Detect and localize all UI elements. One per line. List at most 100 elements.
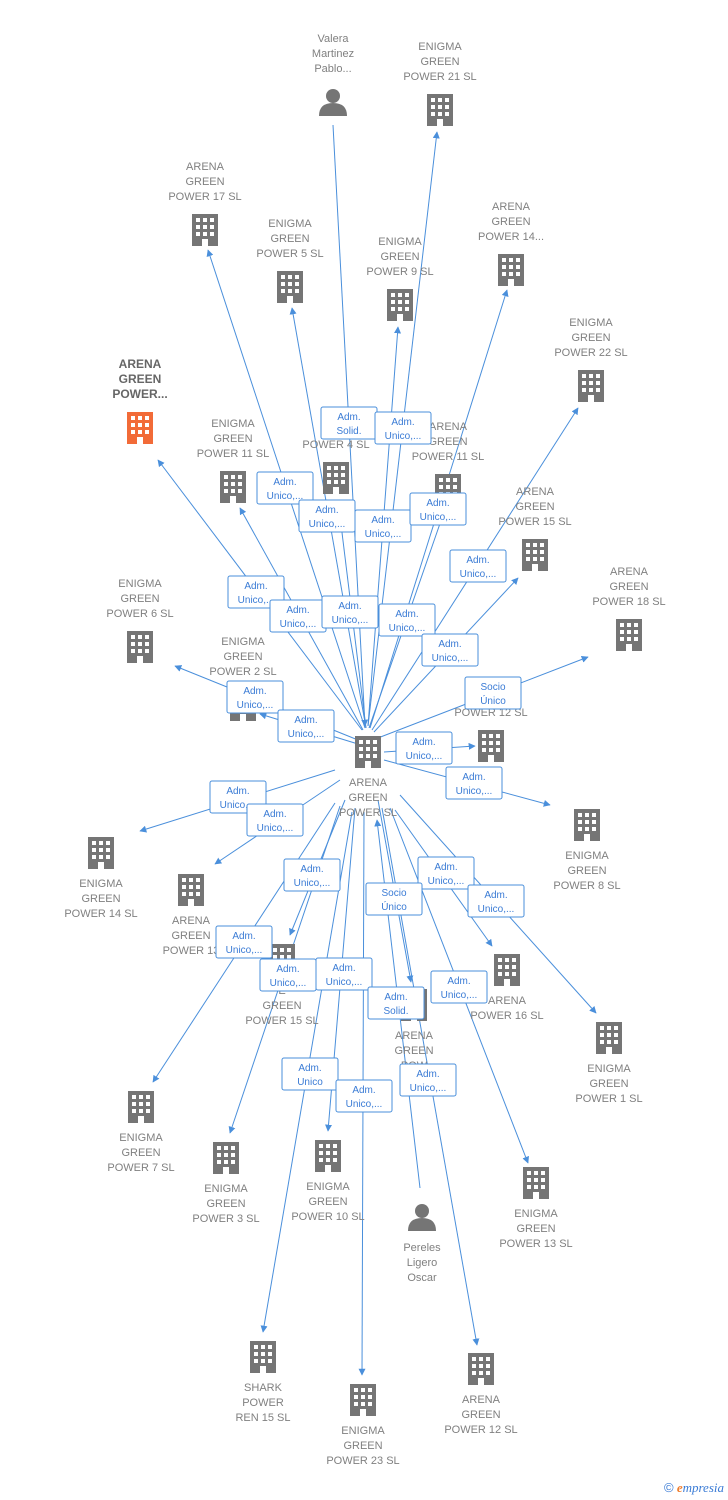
edge-label-text: Único — [381, 900, 407, 913]
node-label: GREEN — [461, 1409, 500, 1421]
edge-label[interactable]: Adm.Unico,... — [246, 803, 304, 837]
edge-label[interactable]: Adm.Unico — [281, 1057, 339, 1091]
edge-label-text: Unico,... — [237, 700, 274, 711]
node-label: POWER 1 SL — [575, 1093, 642, 1105]
edge-label[interactable]: Adm.Unico,... — [315, 957, 373, 991]
edge-label-text: Adm. — [384, 992, 407, 1003]
edge-label-text: Unico,... — [456, 786, 493, 797]
edge-label-box — [409, 492, 467, 526]
node-label: GREEN — [223, 651, 262, 663]
edge-label-text: Adm. — [447, 976, 470, 987]
edge-label-text: Unico,... — [428, 876, 465, 887]
edge-label[interactable]: Adm.Unico,... — [256, 471, 314, 505]
node-label: POWER 15 SL — [245, 1015, 318, 1027]
person-icon — [408, 1204, 436, 1231]
edge-label-text: Unico,... — [238, 595, 275, 606]
node-label: GREEN — [185, 176, 224, 188]
edge-label-text: Adm. — [232, 931, 255, 942]
edge-label[interactable]: Adm.Unico,... — [354, 509, 412, 543]
edge-label[interactable]: Adm.Unico,... — [378, 603, 436, 637]
building-icon — [387, 289, 413, 321]
edge-label[interactable]: Adm.Unico,... — [215, 925, 273, 959]
edge-label-box — [227, 575, 285, 609]
edge-label-box — [417, 856, 475, 890]
node-valera[interactable]: ValeraMartinezPablo... — [312, 33, 354, 116]
edge-label[interactable]: Adm.Solid. — [367, 986, 425, 1020]
edge-label[interactable]: Adm.Unico,... — [409, 492, 467, 526]
brand-name: mpresia — [682, 1480, 724, 1495]
edge-label-text: Adm. — [338, 601, 361, 612]
edge-label-text: Unico,... — [267, 491, 304, 502]
edge-label[interactable]: Adm.Unico,... — [298, 499, 356, 533]
edge-label[interactable]: Adm.Unico,... — [421, 633, 479, 667]
edge-label[interactable]: Adm.Unico,... — [430, 970, 488, 1004]
edge-label[interactable]: Adm.Unico,... — [259, 958, 317, 992]
edge-label-box — [315, 957, 373, 991]
edge-label[interactable]: Adm.Unico,... — [399, 1063, 457, 1097]
edge-label[interactable]: Adm.Solid. — [320, 406, 378, 440]
node-label: ENIGMA — [514, 1208, 558, 1220]
edge-label[interactable]: Adm.Unico,... — [269, 599, 327, 633]
node-label: POWER 11 SL — [197, 448, 270, 460]
node-label: ARENA — [349, 777, 388, 789]
node-agfocus[interactable]: ARENAGREENPOWER... — [112, 357, 168, 444]
edge-label[interactable]: Adm.Unico,... — [227, 575, 285, 609]
edge-label-text: Unico,... — [220, 800, 257, 811]
edge-label[interactable]: Adm.Unico,... — [417, 856, 475, 890]
node-label: POWER 15 SL — [498, 516, 571, 528]
empresia-logo[interactable]: © empresia — [664, 1480, 724, 1496]
edge-label[interactable]: Adm.Unico,... — [449, 549, 507, 583]
edge-label[interactable]: Adm.Unico,... — [374, 411, 432, 445]
edge-label[interactable]: Adm.Unico,... — [335, 1079, 393, 1113]
building-icon — [220, 471, 246, 503]
edge-label[interactable]: Adm.Unico,... — [395, 731, 453, 765]
edge-label[interactable]: Adm.Unico,... — [277, 709, 335, 743]
node-label: POWER 13 SL — [499, 1238, 572, 1250]
edge-label-text: Adm. — [462, 772, 485, 783]
edge-label-text: Unico,... — [280, 619, 317, 630]
node-label: ENIGMA — [268, 218, 312, 230]
node-label: GREEN — [515, 501, 554, 513]
edge-label-box — [374, 411, 432, 445]
edge-label[interactable]: Adm.Unico,... — [226, 680, 284, 714]
building-icon — [523, 1167, 549, 1199]
edge-label[interactable]: Adm.Unico,... — [321, 595, 379, 629]
edge-label[interactable]: Adm.Unico,... — [283, 858, 341, 892]
building-icon — [522, 539, 548, 571]
building-icon — [127, 412, 153, 444]
node-label: GREEN — [213, 433, 252, 445]
edge-label[interactable]: Adm.Unico,... — [467, 884, 525, 918]
node-label: GREEN — [206, 1198, 245, 1210]
edge-label[interactable]: Adm. Unico,... — [445, 766, 503, 800]
node-label: POWER 13 — [163, 945, 220, 957]
node-label: POWER 16 SL — [470, 1010, 543, 1022]
